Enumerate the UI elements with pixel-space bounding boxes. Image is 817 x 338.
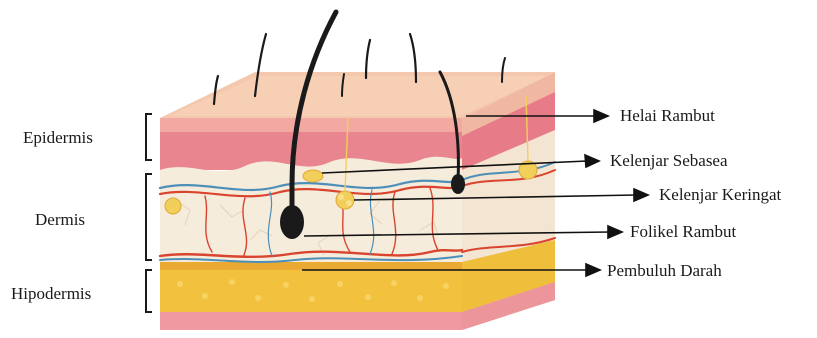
hair-shaft-label: Helai Rambut <box>620 106 715 126</box>
dermis-bracket <box>146 174 152 260</box>
hypodermis-label: Hipodermis <box>11 284 91 304</box>
blood-vessel-label: Pembuluh Darah <box>607 261 722 281</box>
sweat-gland-label: Kelenjar Keringat <box>659 185 781 205</box>
sebaceous-gland <box>303 170 323 182</box>
hair-follicle <box>280 205 304 239</box>
hypodermis-bracket <box>146 270 152 312</box>
layer-brackets <box>146 114 152 312</box>
skin-block <box>160 72 555 330</box>
epidermis-bracket <box>146 114 152 160</box>
epidermis-label: Epidermis <box>23 128 93 148</box>
deep-tissue-layer <box>160 312 462 330</box>
hair-follicle-label: Folikel Rambut <box>630 222 736 242</box>
dermis-label: Dermis <box>35 210 85 230</box>
sebaceous-gland-label: Kelenjar Sebasea <box>610 151 728 171</box>
